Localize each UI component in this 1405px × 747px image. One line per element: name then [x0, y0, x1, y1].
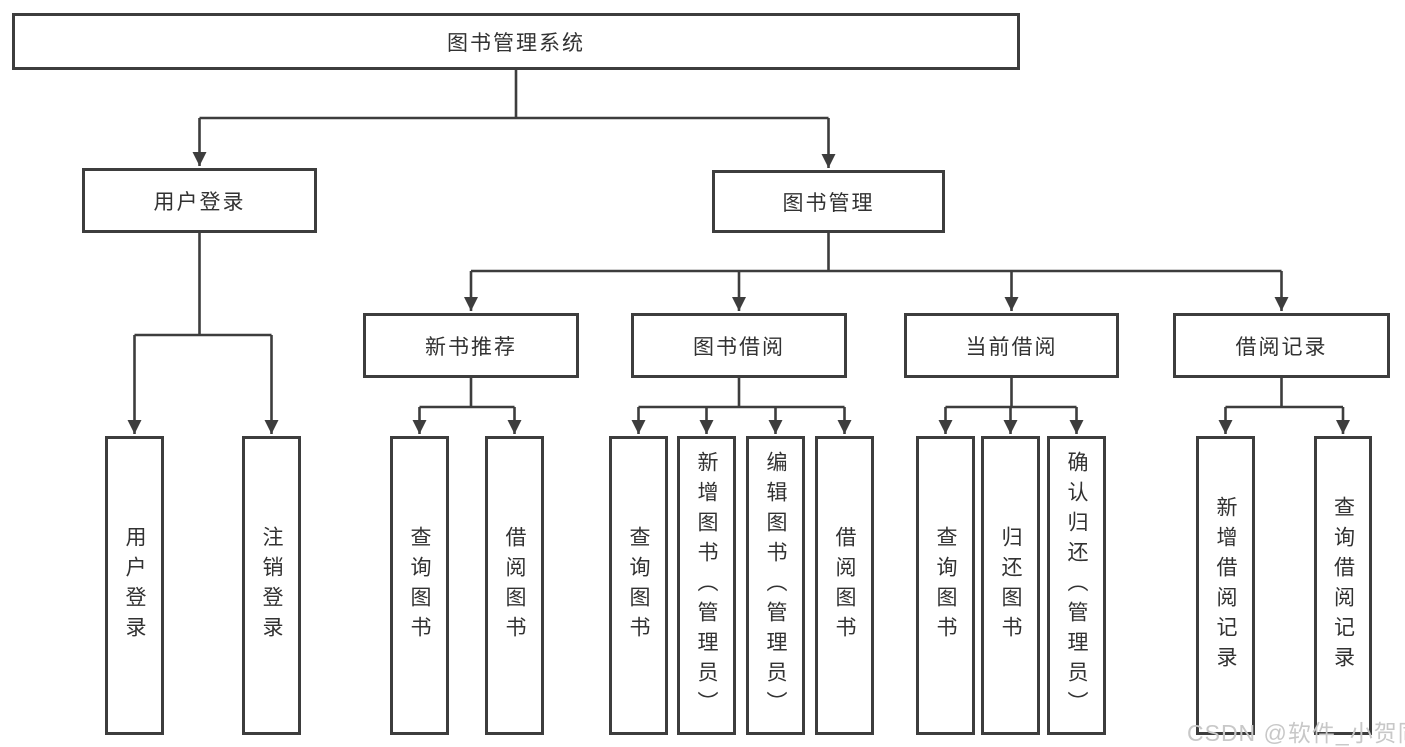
node-label: 查询图书 — [627, 525, 650, 646]
leaf-query-books-current: 查询图书 — [916, 436, 975, 735]
connector-line — [419, 378, 515, 409]
connector-line — [471, 233, 1282, 273]
node-label: 图书管理 — [782, 191, 875, 215]
leaf-borrow-books-recommend: 借阅图书 — [485, 436, 544, 735]
node-label: 用户登录 — [123, 525, 146, 646]
node-label: 借阅图书 — [833, 525, 856, 646]
node-label: 借阅图书 — [503, 525, 526, 646]
node-label: 查询图书 — [934, 525, 957, 646]
node-label: 图书借阅 — [693, 335, 785, 359]
connector-line — [134, 233, 272, 337]
leaf-confirm-return-admin: 确认归还（管理员） — [1047, 436, 1106, 735]
node-book-management: 图书管理 — [712, 170, 945, 233]
node-label: 用户登录 — [153, 190, 246, 214]
node-user-login: 用户登录 — [82, 168, 317, 233]
node-label: 图书管理系统 — [447, 31, 585, 55]
leaf-query-books-recommend: 查询图书 — [390, 436, 449, 735]
connector-line — [945, 378, 1077, 409]
node-borrow-records: 借阅记录 — [1173, 313, 1390, 378]
leaf-logout: 注销登录 — [242, 436, 301, 735]
leaf-add-borrow-record: 新增借阅记录 — [1196, 436, 1255, 735]
leaf-user-login: 用户登录 — [105, 436, 164, 735]
connector-line — [199, 70, 829, 120]
node-label: 当前借阅 — [965, 335, 1058, 359]
node-label: 编辑图书（管理员） — [764, 450, 787, 721]
node-label: 新书推荐 — [425, 335, 517, 359]
connector-line — [1225, 378, 1343, 409]
node-label: 确认归还（管理员） — [1065, 450, 1088, 721]
node-label: 查询借阅记录 — [1331, 495, 1355, 676]
node-label: 查询图书 — [408, 525, 431, 646]
leaf-query-borrow-record: 查询借阅记录 — [1314, 436, 1372, 735]
leaf-add-books-admin: 新增图书（管理员） — [677, 436, 736, 735]
leaf-edit-books-admin: 编辑图书（管理员） — [746, 436, 805, 735]
node-label: 归还图书 — [999, 525, 1022, 646]
leaf-return-books: 归还图书 — [981, 436, 1040, 735]
watermark: CSDN @软件_小贺同学 — [1187, 720, 1405, 746]
node-book-borrow: 图书借阅 — [631, 313, 847, 378]
node-library-management-system: 图书管理系统 — [12, 13, 1020, 70]
node-label: 新增图书（管理员） — [695, 450, 718, 721]
node-label: 借阅记录 — [1235, 335, 1328, 359]
connector-line — [638, 378, 845, 409]
leaf-query-books-borrow: 查询图书 — [609, 436, 668, 735]
node-label: 新增借阅记录 — [1214, 495, 1237, 676]
node-current-borrow: 当前借阅 — [904, 313, 1119, 378]
node-label: 注销登录 — [260, 525, 283, 646]
node-new-book-recommend: 新书推荐 — [363, 313, 579, 378]
leaf-borrow-books: 借阅图书 — [815, 436, 874, 735]
